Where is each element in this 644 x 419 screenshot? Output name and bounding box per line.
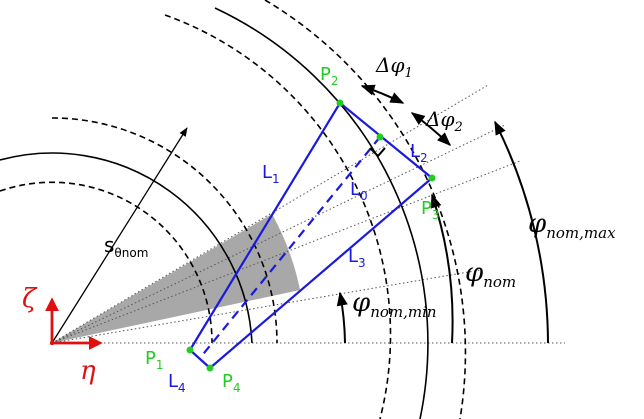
arrow-dphi2 [410, 112, 452, 146]
coordinate-axes [45, 297, 103, 350]
concentric-arcs [0, 0, 467, 419]
label-l2: L2 [410, 141, 428, 165]
label-phi-nom: φnom [465, 258, 516, 291]
label-dphi2: Δφ2 [425, 107, 463, 135]
arrow-phi-max [494, 120, 549, 344]
point-p2 [336, 99, 344, 107]
edge-l3 [209, 177, 433, 369]
green-points [186, 99, 436, 372]
ray-phi-min [51, 269, 481, 344]
point-mid-top [376, 133, 384, 141]
arc-dashed-1 [0, 181, 213, 344]
edge-l4 [189, 349, 211, 369]
point-p4 [206, 364, 214, 372]
arrow-phi-min [336, 291, 348, 344]
label-p2: P2 [320, 64, 339, 88]
label-phi-nom-min: φnom,min [352, 288, 437, 321]
angle-arrows [336, 84, 549, 344]
label-s-theta-nom: sθnom [104, 233, 148, 260]
edge-l1 [189, 102, 341, 351]
ray-p2 [51, 84, 489, 344]
point-p1 [186, 346, 194, 354]
arc-dashed-4 [264, 0, 467, 419]
label-l0: L0 [350, 179, 368, 203]
edge-l0-dashed [199, 136, 381, 359]
arc-dashed-2 [51, 117, 278, 344]
right-angle-mark [369, 147, 386, 158]
label-zeta: ζ [22, 284, 38, 314]
arrow-phi-nom [430, 193, 454, 344]
arc-solid-2 [214, 7, 429, 419]
label-eta: η [80, 356, 96, 386]
edge-l2 [339, 102, 433, 179]
blue-quadrilateral [189, 102, 433, 369]
gray-sector [52, 214, 300, 343]
point-p3 [428, 174, 436, 182]
arrow-dphi1 [360, 84, 405, 104]
label-l1: L1 [262, 162, 280, 186]
label-l4: L4 [168, 371, 186, 395]
label-p3: P3 [421, 198, 440, 222]
radius-arrow [51, 127, 188, 344]
label-p4: P4 [222, 371, 241, 395]
label-phi-nom-max: φnom,max [528, 209, 616, 242]
radial-rays [51, 84, 565, 344]
arc-solid-1 [0, 152, 253, 344]
label-p1: P1 [145, 348, 164, 372]
arc-dashed-3 [164, 14, 392, 419]
label-l3: L3 [348, 246, 366, 270]
label-dphi1: Δφ1 [375, 53, 413, 81]
